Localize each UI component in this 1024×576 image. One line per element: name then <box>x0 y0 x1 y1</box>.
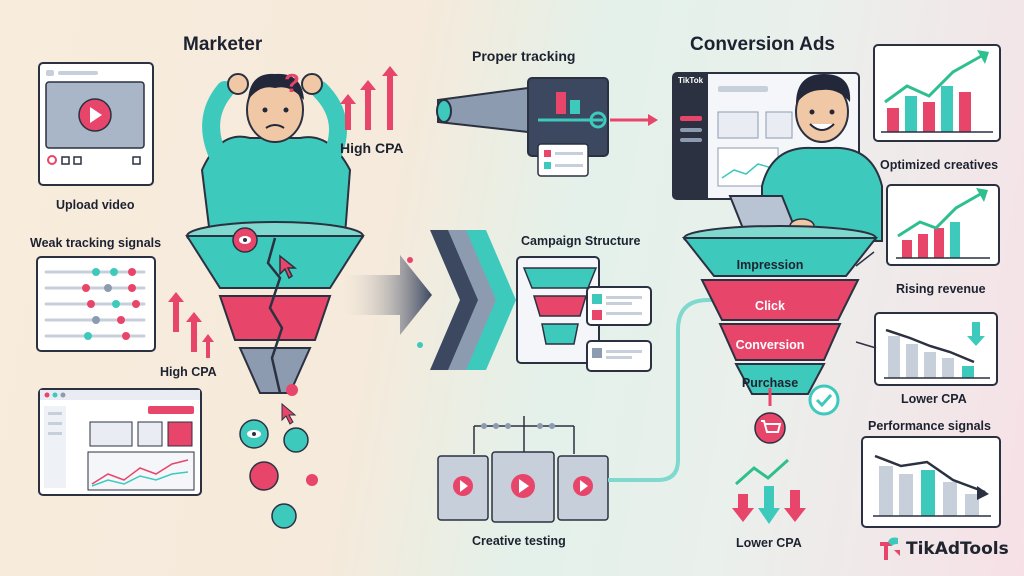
creative-testing-label: Creative testing <box>472 534 566 548</box>
tiktok-tag: TikTok <box>678 76 704 85</box>
lower-cpa-bottom-label: Lower CPA <box>736 536 802 550</box>
campaign-adset-card-1 <box>586 286 652 326</box>
scattered-signals-icon <box>239 384 318 529</box>
falling-bars-icon <box>884 322 990 379</box>
rising-revenue-card <box>886 184 1000 266</box>
tiktok-dashboard-icon <box>674 74 793 198</box>
broken-funnel-icon <box>185 221 365 394</box>
rising-revenue-label: Rising revenue <box>896 282 986 296</box>
brand-name: TikAdTools <box>906 539 1009 559</box>
dashboard-chart-icon <box>40 390 200 491</box>
marketer-title: Marketer <box>183 34 263 55</box>
tikadtools-logo-icon <box>880 537 900 560</box>
svg-text:?: ? <box>284 68 300 98</box>
optimized-creatives-card <box>873 44 1001 142</box>
weak-tracking-label: Weak tracking signals <box>30 236 162 250</box>
funnel-stage-conversion: Conversion <box>735 338 805 352</box>
proper-tracking-panel-icon <box>436 77 658 177</box>
adset-lines-icon <box>592 294 642 320</box>
creative-testing-icon <box>437 416 609 523</box>
happy-marketer-illustration <box>721 74 883 242</box>
performance-signals-card <box>861 436 1001 528</box>
weak-tracking-card <box>36 256 156 352</box>
funnel-stage-purchase: Purchase <box>741 376 799 390</box>
dashboard-card <box>38 388 202 496</box>
funnel-stage-click: Click <box>755 299 785 313</box>
campaign-funnel-icon <box>522 267 598 345</box>
performance-signals-label: Performance signals <box>868 419 991 433</box>
lower-cpa-card <box>874 312 998 386</box>
purchase-cart-icon <box>754 384 840 444</box>
stressed-marketer-illustration: ? <box>200 68 352 236</box>
upload-video-card <box>38 62 154 186</box>
video-thumbnail-icon <box>45 70 145 165</box>
high-cpa-top-label: High CPA <box>340 140 404 156</box>
adset-lines-icon-2 <box>592 348 642 359</box>
cpa-up-arrows-top-icon <box>340 66 398 130</box>
proper-tracking-title: Proper tracking <box>472 48 576 64</box>
campaign-adset-card-2 <box>586 340 652 372</box>
conversion-funnel-icon <box>681 225 879 395</box>
brand-logo: TikAdTools <box>878 536 1009 562</box>
optimized-creatives-label: Optimized creatives <box>880 158 999 172</box>
tracking-sliders-icon <box>44 268 146 340</box>
lower-cpa-card-label: Lower CPA <box>901 392 967 406</box>
funnel-stage-impression: Impression <box>736 258 804 272</box>
revenue-bars-icon <box>896 188 990 259</box>
upload-video-label: Upload video <box>56 198 135 212</box>
transition-chevrons-icon <box>340 230 516 370</box>
high-cpa-left-label: High CPA <box>160 365 217 379</box>
performance-bars-icon <box>873 454 991 517</box>
campaign-structure-title: Campaign Structure <box>521 234 641 248</box>
conversion-ads-title: Conversion Ads <box>690 34 835 55</box>
card-pointer-arrows <box>855 251 877 349</box>
cpa-down-arrows-icon <box>732 458 806 524</box>
cpa-up-arrows-left-icon <box>168 292 214 358</box>
rising-bars-icon <box>881 50 993 133</box>
